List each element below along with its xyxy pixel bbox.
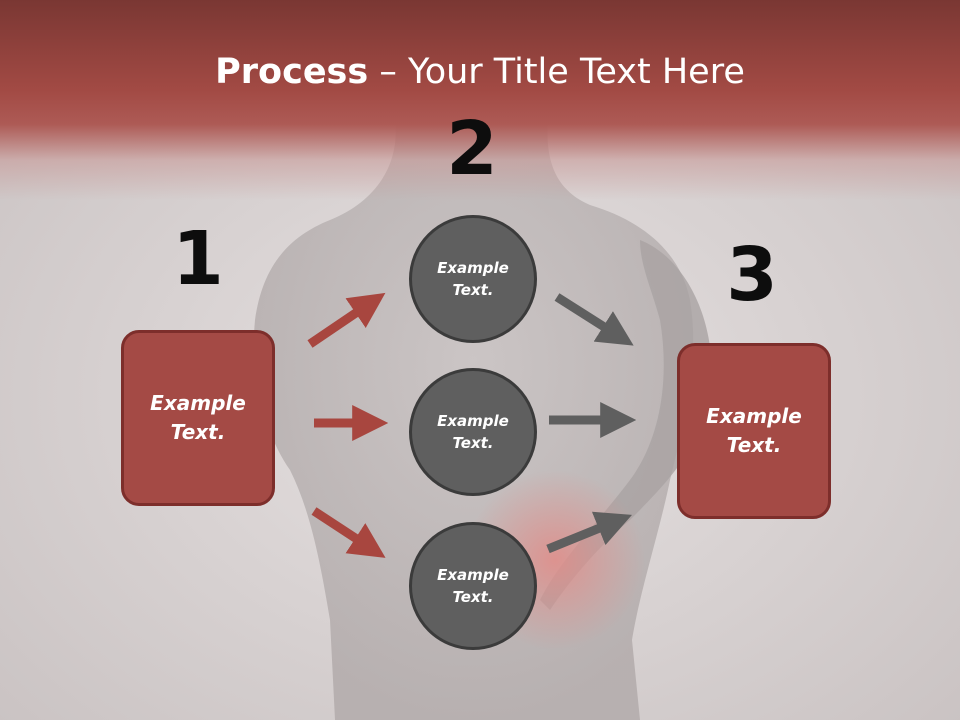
circle-bottom: Example Text. bbox=[409, 522, 537, 650]
arrow-1-to-top bbox=[307, 292, 386, 348]
step-number-2: 2 bbox=[446, 106, 498, 192]
circle-top: Example Text. bbox=[409, 215, 537, 343]
title-rest: – Your Title Text Here bbox=[368, 52, 745, 92]
circle-middle-line2: Text. bbox=[452, 434, 494, 452]
step-1-box-line1: Example bbox=[150, 391, 246, 415]
circle-bottom-line2: Text. bbox=[452, 588, 494, 606]
circle-middle: Example Text. bbox=[409, 368, 537, 496]
circle-top-line2: Text. bbox=[452, 281, 494, 299]
step-number-3: 3 bbox=[726, 232, 778, 318]
circle-top-line1: Example bbox=[437, 258, 509, 277]
step-3-box-line1: Example bbox=[706, 404, 802, 428]
arrow-bottom-to-3 bbox=[546, 511, 633, 554]
step-3-box: Example Text. bbox=[677, 343, 831, 519]
circle-bottom-line1: Example bbox=[437, 565, 509, 584]
title-bold: Process bbox=[215, 52, 369, 92]
arrow-1-to-bottom bbox=[311, 507, 386, 558]
header-band bbox=[0, 0, 960, 200]
slide-title: Process – Your Title Text Here bbox=[0, 52, 960, 92]
arrow-top-to-3 bbox=[554, 293, 634, 346]
step-3-box-line2: Text. bbox=[726, 433, 782, 457]
step-1-box-line2: Text. bbox=[170, 420, 226, 444]
circle-middle-line1: Example bbox=[437, 411, 509, 430]
arm-silhouette bbox=[540, 240, 712, 610]
step-1-box: Example Text. bbox=[121, 330, 275, 506]
step-number-1: 1 bbox=[172, 216, 224, 302]
